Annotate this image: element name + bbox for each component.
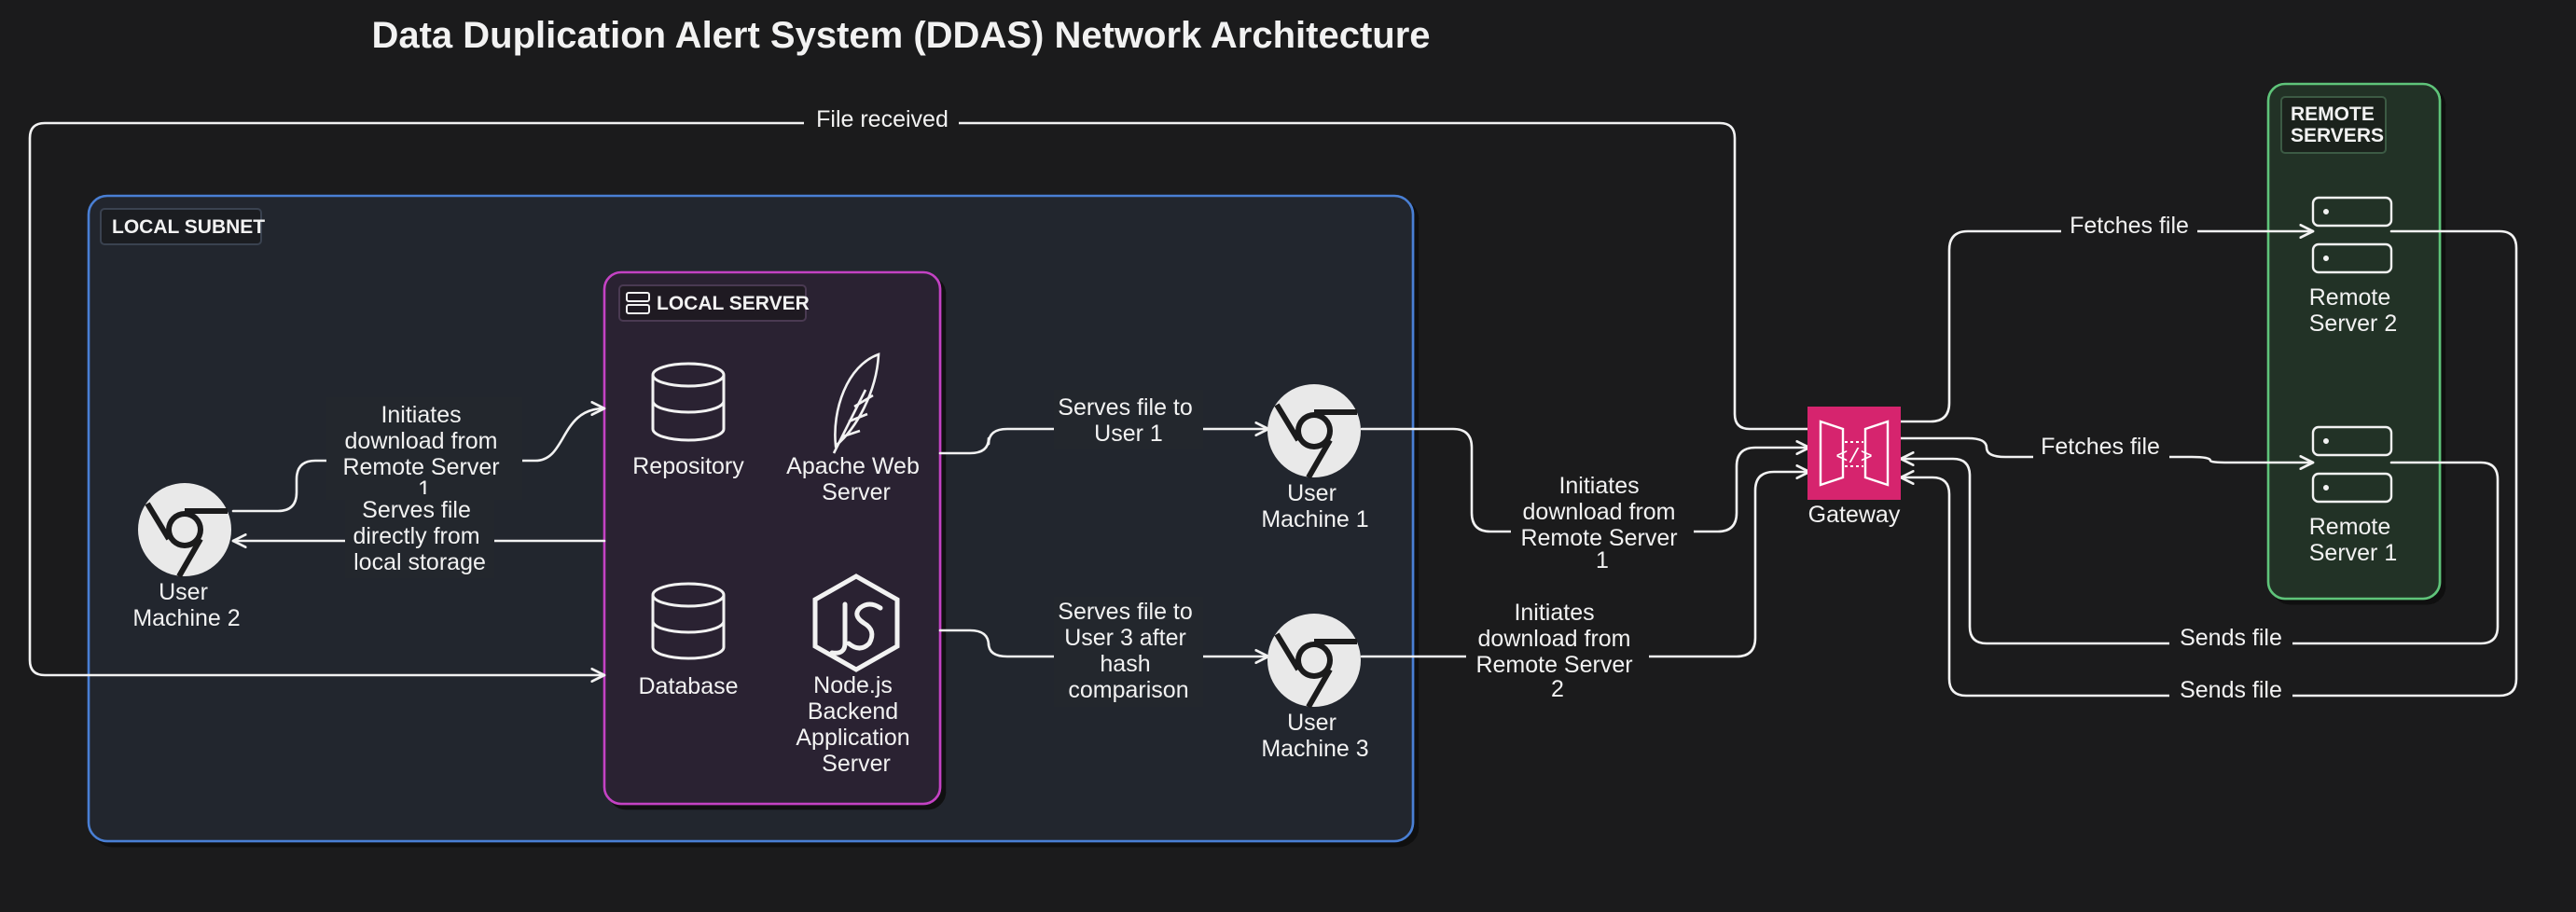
local-subnet-label: LOCAL SUBNET [112, 216, 265, 238]
user-machine-2-label: User Machine 2 [132, 579, 240, 631]
node-remote-server-2[interactable]: Remote Server 2 [2309, 196, 2398, 337]
remote-server-2-label: Remote Server 2 [2309, 284, 2398, 337]
chrome-browser-icon [1267, 614, 1361, 709]
edge-label-sends-rs1: Sends file [2180, 625, 2282, 651]
server-rack-icon [2311, 425, 2393, 504]
edge-label-serves-user3: Serves file to User 3 after hash compari… [1058, 599, 1198, 703]
user-machine-1-label: User Machine 1 [1261, 480, 1368, 532]
edge-label-um3-initiates: Initiates download from Remote Server 2 [1475, 600, 1639, 702]
remote-server-1-label: Remote Server 1 [2309, 514, 2398, 566]
edge-label-file-received: File received [816, 106, 949, 132]
apache-label: Apache Web Server [786, 453, 926, 505]
edge-label-serves-user1: Serves file to User 1 [1058, 394, 1198, 447]
database-cylinder-icon [651, 362, 726, 442]
nodejs-hexagon-icon [812, 573, 900, 672]
remote-servers-group: REMOTE SERVERS [2266, 82, 2442, 601]
node-user-machine-2[interactable]: User Machine 2 [132, 483, 241, 631]
edge-labels: File received Initiates download from Re… [326, 104, 2292, 707]
node-gateway[interactable]: </> Gateway [1807, 407, 1901, 528]
edge-initiates-download-repository [231, 401, 606, 513]
remote-servers-label: REMOTE SERVERS [2291, 104, 2384, 146]
svg-text:</>: </> [1835, 446, 1873, 469]
repository-label: Repository [632, 453, 744, 479]
database-label: Database [638, 673, 738, 699]
database-cylinder-icon [651, 582, 726, 660]
local-server-label: LOCAL SERVER [657, 293, 810, 314]
node-repository[interactable]: Repository [632, 362, 744, 479]
api-gateway-icon: </> [1807, 407, 1901, 500]
chrome-browser-icon [1267, 384, 1361, 479]
edge-serves-user3 [938, 629, 1270, 664]
server-icon [626, 292, 650, 314]
remote-servers-badge [2280, 96, 2387, 154]
node-remote-server-1[interactable]: Remote Server 1 [2309, 425, 2398, 566]
node-nodejs-backend[interactable]: Node.js Backend Application Server [796, 573, 916, 777]
edge-label-initiates-download: Initiates download from Remote Server 1 [342, 402, 506, 503]
edge-label-serves-local: Serves file directly from local storage [353, 497, 486, 575]
edge-label-sends-rs2: Sends file [2180, 677, 2282, 703]
edge-label-um1-initiates: Initiates download from Remote Server 1 [1520, 473, 1683, 573]
user-machine-3-label: User Machine 3 [1261, 710, 1368, 762]
node-apache-web-server[interactable]: Apache Web Server [786, 352, 926, 505]
apache-feather-icon [832, 352, 880, 454]
nodejs-label: Node.js Backend Application Server [796, 672, 916, 777]
node-user-machine-1[interactable]: User Machine 1 [1261, 384, 1369, 532]
node-user-machine-3[interactable]: User Machine 3 [1261, 614, 1369, 762]
edge-label-fetches-rs1: Fetches file [2041, 434, 2160, 460]
diagram-title: Data Duplication Alert System (DDAS) Net… [371, 15, 1430, 56]
local-subnet-badge [100, 208, 262, 245]
server-rack-icon [2311, 196, 2393, 274]
edge-serves-user1 [938, 421, 1270, 455]
node-database[interactable]: Database [638, 582, 739, 699]
chrome-browser-icon [138, 483, 231, 578]
edge-um3-to-gateway [1360, 464, 1811, 658]
local-server-badge [618, 284, 807, 322]
edge-label-fetches-rs2: Fetches file [2070, 213, 2189, 239]
remote-servers-frame [2266, 82, 2442, 601]
edge-fetches-rs2 [1899, 224, 2315, 423]
gateway-label: Gateway [1808, 502, 1901, 528]
